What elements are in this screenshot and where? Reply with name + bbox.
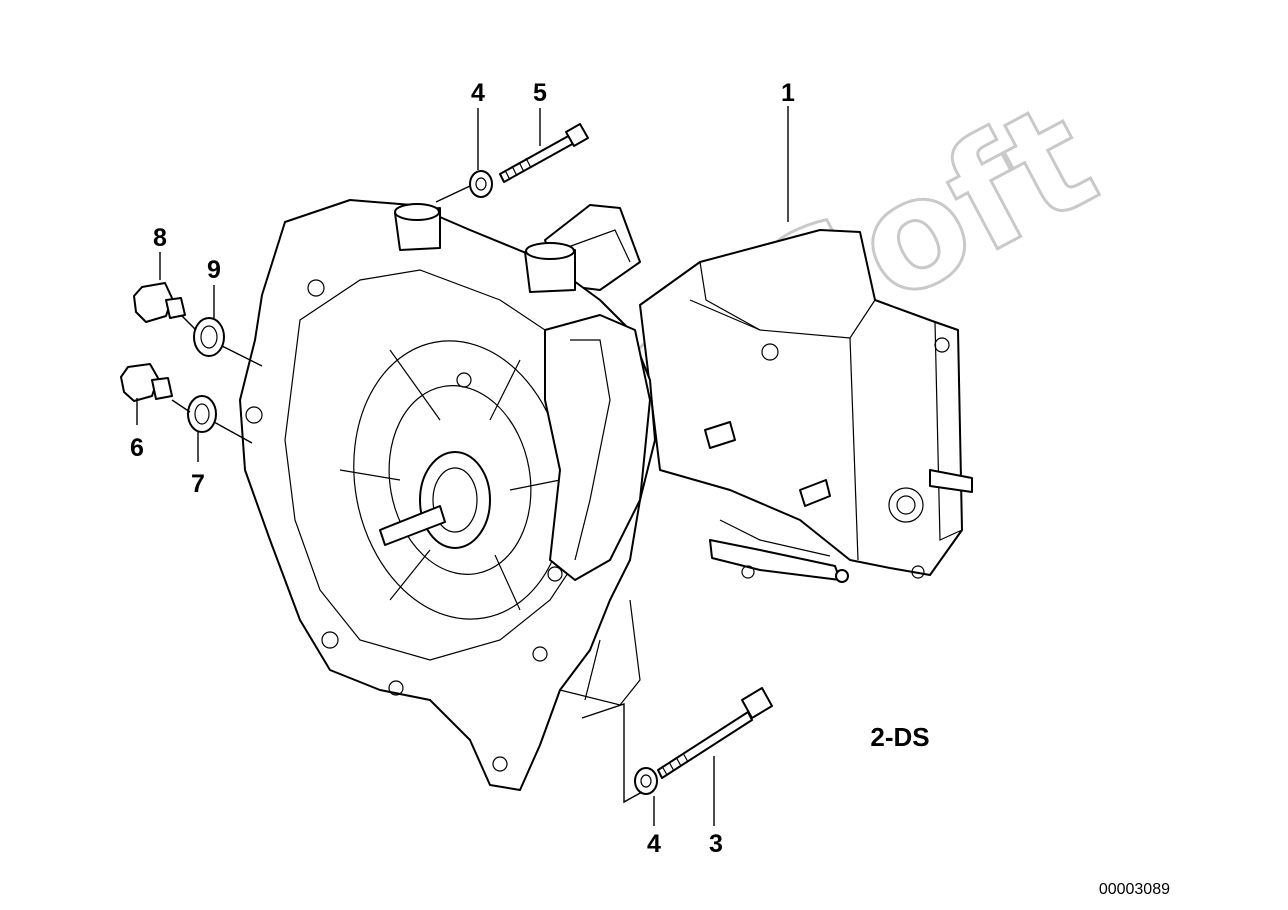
callout-1: 1: [781, 79, 795, 107]
callout-9: 9: [207, 256, 221, 284]
callout-5: 5: [533, 79, 547, 107]
callout-3: 3: [709, 830, 723, 858]
transmission-housing[interactable]: [239, 199, 973, 791]
variant-tag: 2-DS: [870, 722, 929, 752]
bolt-5[interactable]: [499, 123, 589, 183]
plug-6[interactable]: [120, 363, 173, 402]
diagram-number: 00003089: [1099, 881, 1170, 898]
callout-4-bottom: 4: [647, 830, 661, 858]
callout-4-top: 4: [471, 79, 485, 107]
plug-8[interactable]: [133, 282, 186, 323]
seal-7[interactable]: [187, 395, 217, 433]
washer-4-top[interactable]: [469, 170, 493, 198]
callout-6: 6: [130, 434, 144, 462]
seal-9[interactable]: [193, 317, 225, 357]
bolt-3[interactable]: [657, 687, 773, 779]
leader-lines: [136, 106, 789, 826]
callout-7: 7: [191, 470, 205, 498]
callouts: 1 5 4 8 9 6 7 4 3: [130, 79, 795, 858]
callout-8: 8: [153, 224, 167, 252]
washer-4-bottom[interactable]: [634, 767, 658, 795]
